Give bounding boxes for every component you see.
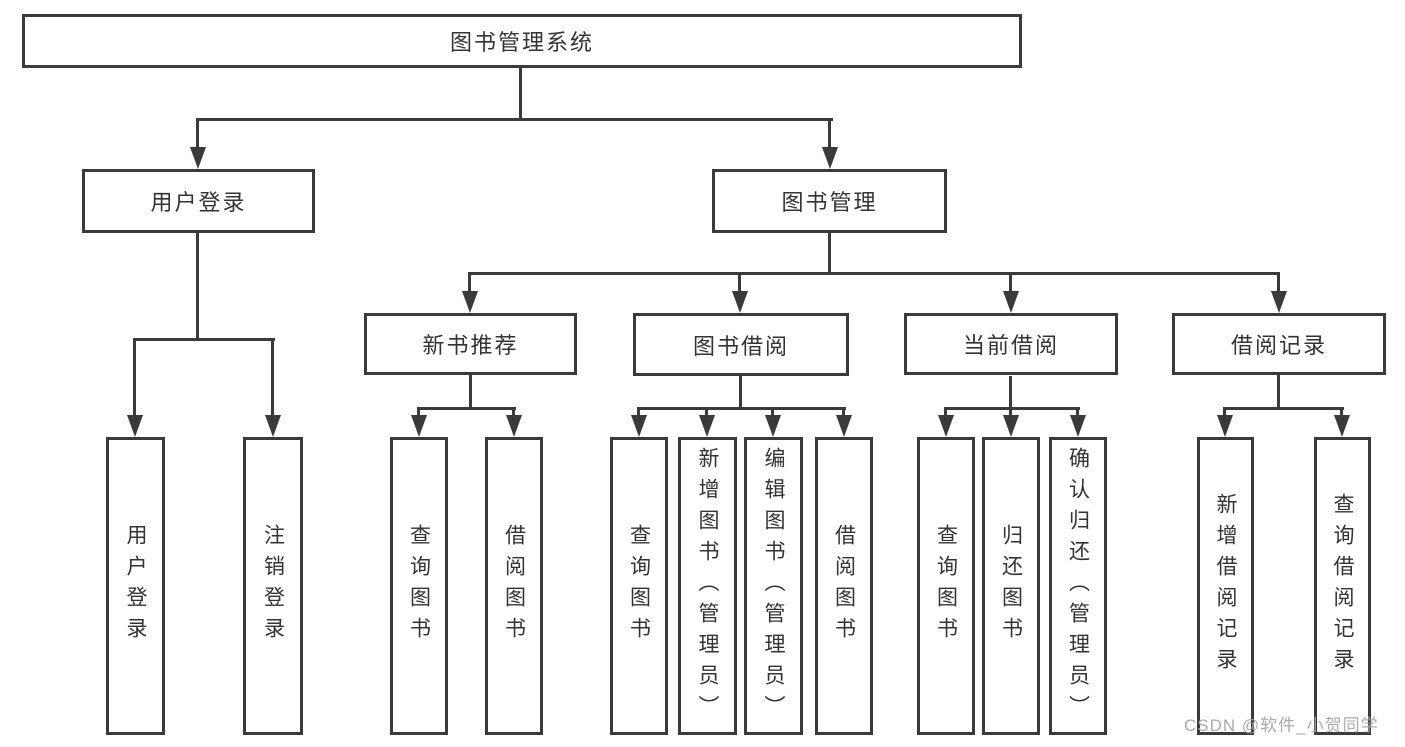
leaf-label: 借阅图书 — [832, 524, 856, 648]
node-book-borrowing: 图书借阅 — [633, 313, 849, 376]
arrow-down-icon — [127, 415, 143, 437]
connector-book-mgmt-stem-2 — [738, 272, 741, 293]
arrow-down-icon — [1271, 291, 1287, 313]
leaf-label: 编辑图书（管理员） — [762, 446, 785, 726]
connector-new-book-hline — [418, 407, 516, 410]
arrow-down-icon — [1003, 415, 1019, 437]
connector-current-stem-2 — [1009, 407, 1012, 417]
arrow-down-icon — [265, 415, 281, 437]
connector-user-login-hline — [134, 338, 275, 341]
connector-new-book-stem-2 — [512, 407, 515, 417]
leaf-borrow-books-borrowing: 借阅图书 — [815, 437, 873, 735]
leaf-borrow-books-recommend: 借阅图书 — [485, 437, 543, 735]
connector-records-stem-1 — [1223, 407, 1226, 417]
node-borrowing-records: 借阅记录 — [1172, 313, 1386, 375]
arrow-down-icon — [765, 415, 781, 437]
connector-new-book-vline — [469, 375, 472, 410]
leaf-label: 新增借阅记录 — [1214, 493, 1237, 679]
connector-current-vline — [1009, 376, 1012, 410]
leaf-label: 归还图书 — [999, 524, 1023, 648]
connector-book-mgmt-vline — [828, 233, 831, 275]
arrow-down-icon — [1334, 415, 1350, 437]
connector-root-vline — [519, 68, 522, 121]
connector-borrowing-stem-3 — [771, 407, 774, 417]
connector-root-right-stem — [828, 118, 831, 149]
leaf-user-login: 用户登录 — [106, 437, 165, 735]
connector-borrowing-stem-1 — [637, 407, 640, 417]
connector-root-left-stem — [196, 118, 199, 149]
connector-user-login-stem-2 — [271, 338, 274, 417]
leaf-add-book-admin: 新增图书（管理员） — [678, 437, 737, 735]
node-library-system: 图书管理系统 — [22, 14, 1022, 68]
connector-user-login-vline — [196, 233, 199, 341]
leaf-query-books-borrowing: 查询图书 — [610, 437, 668, 735]
connector-book-mgmt-hline — [468, 272, 1280, 275]
connector-records-stem-2 — [1340, 407, 1343, 417]
leaf-confirm-return-admin: 确认归还（管理员） — [1049, 437, 1107, 735]
connector-root-hline — [196, 118, 833, 121]
connector-records-vline — [1277, 375, 1280, 410]
node-book-management: 图书管理 — [712, 169, 947, 233]
connector-user-login-stem-1 — [133, 338, 136, 417]
leaf-label: 查询图书 — [407, 524, 431, 648]
leaf-return-books: 归还图书 — [982, 437, 1040, 735]
arrow-down-icon — [411, 415, 427, 437]
connector-book-mgmt-stem-3 — [1009, 272, 1012, 293]
leaf-add-borrow-record: 新增借阅记录 — [1197, 437, 1254, 735]
csdn-watermark: CSDN @软件_小贺同学 — [1184, 716, 1379, 735]
leaf-query-books-current: 查询图书 — [917, 437, 975, 735]
connector-records-hline — [1224, 407, 1344, 410]
arrow-down-icon — [631, 415, 647, 437]
arrow-down-icon — [732, 291, 748, 313]
leaf-label: 查询图书 — [934, 524, 958, 648]
node-new-book-recommend: 新书推荐 — [364, 313, 577, 375]
arrow-down-icon — [938, 415, 954, 437]
connector-current-stem-3 — [1076, 407, 1079, 417]
connector-current-stem-1 — [944, 407, 947, 417]
arrow-down-icon — [506, 415, 522, 437]
leaf-label: 查询借阅记录 — [1331, 493, 1354, 679]
arrow-down-icon — [699, 415, 715, 437]
connector-borrowing-stem-2 — [705, 407, 708, 417]
leaf-label: 查询图书 — [627, 524, 651, 648]
arrow-down-icon — [1003, 291, 1019, 313]
arrow-down-icon — [836, 415, 852, 437]
leaf-query-books-recommend: 查询图书 — [390, 437, 448, 735]
leaf-label: 新增图书（管理员） — [696, 446, 719, 726]
connector-book-mgmt-stem-4 — [1277, 272, 1280, 293]
leaf-edit-book-admin: 编辑图书（管理员） — [744, 437, 803, 735]
connector-borrowing-hline — [638, 407, 846, 410]
leaf-logout: 注销登录 — [243, 437, 303, 735]
arrow-down-icon — [462, 291, 478, 313]
leaf-label: 确认归还（管理员） — [1066, 446, 1090, 726]
connector-book-mgmt-stem-1 — [468, 272, 471, 293]
connector-borrowing-stem-4 — [842, 407, 845, 417]
arrow-down-icon — [822, 147, 838, 169]
leaf-label: 注销登录 — [261, 524, 285, 648]
connector-new-book-stem-1 — [417, 407, 420, 417]
connector-current-hline — [945, 407, 1080, 410]
leaf-label: 用户登录 — [124, 524, 147, 648]
arrow-down-icon — [190, 147, 206, 169]
connector-borrowing-vline — [739, 376, 742, 410]
node-current-borrowing: 当前借阅 — [904, 313, 1118, 375]
leaf-query-borrow-record: 查询借阅记录 — [1314, 437, 1371, 735]
node-user-login: 用户登录 — [82, 169, 315, 233]
arrow-down-icon — [1217, 415, 1233, 437]
leaf-label: 借阅图书 — [502, 524, 526, 648]
arrow-down-icon — [1070, 415, 1086, 437]
